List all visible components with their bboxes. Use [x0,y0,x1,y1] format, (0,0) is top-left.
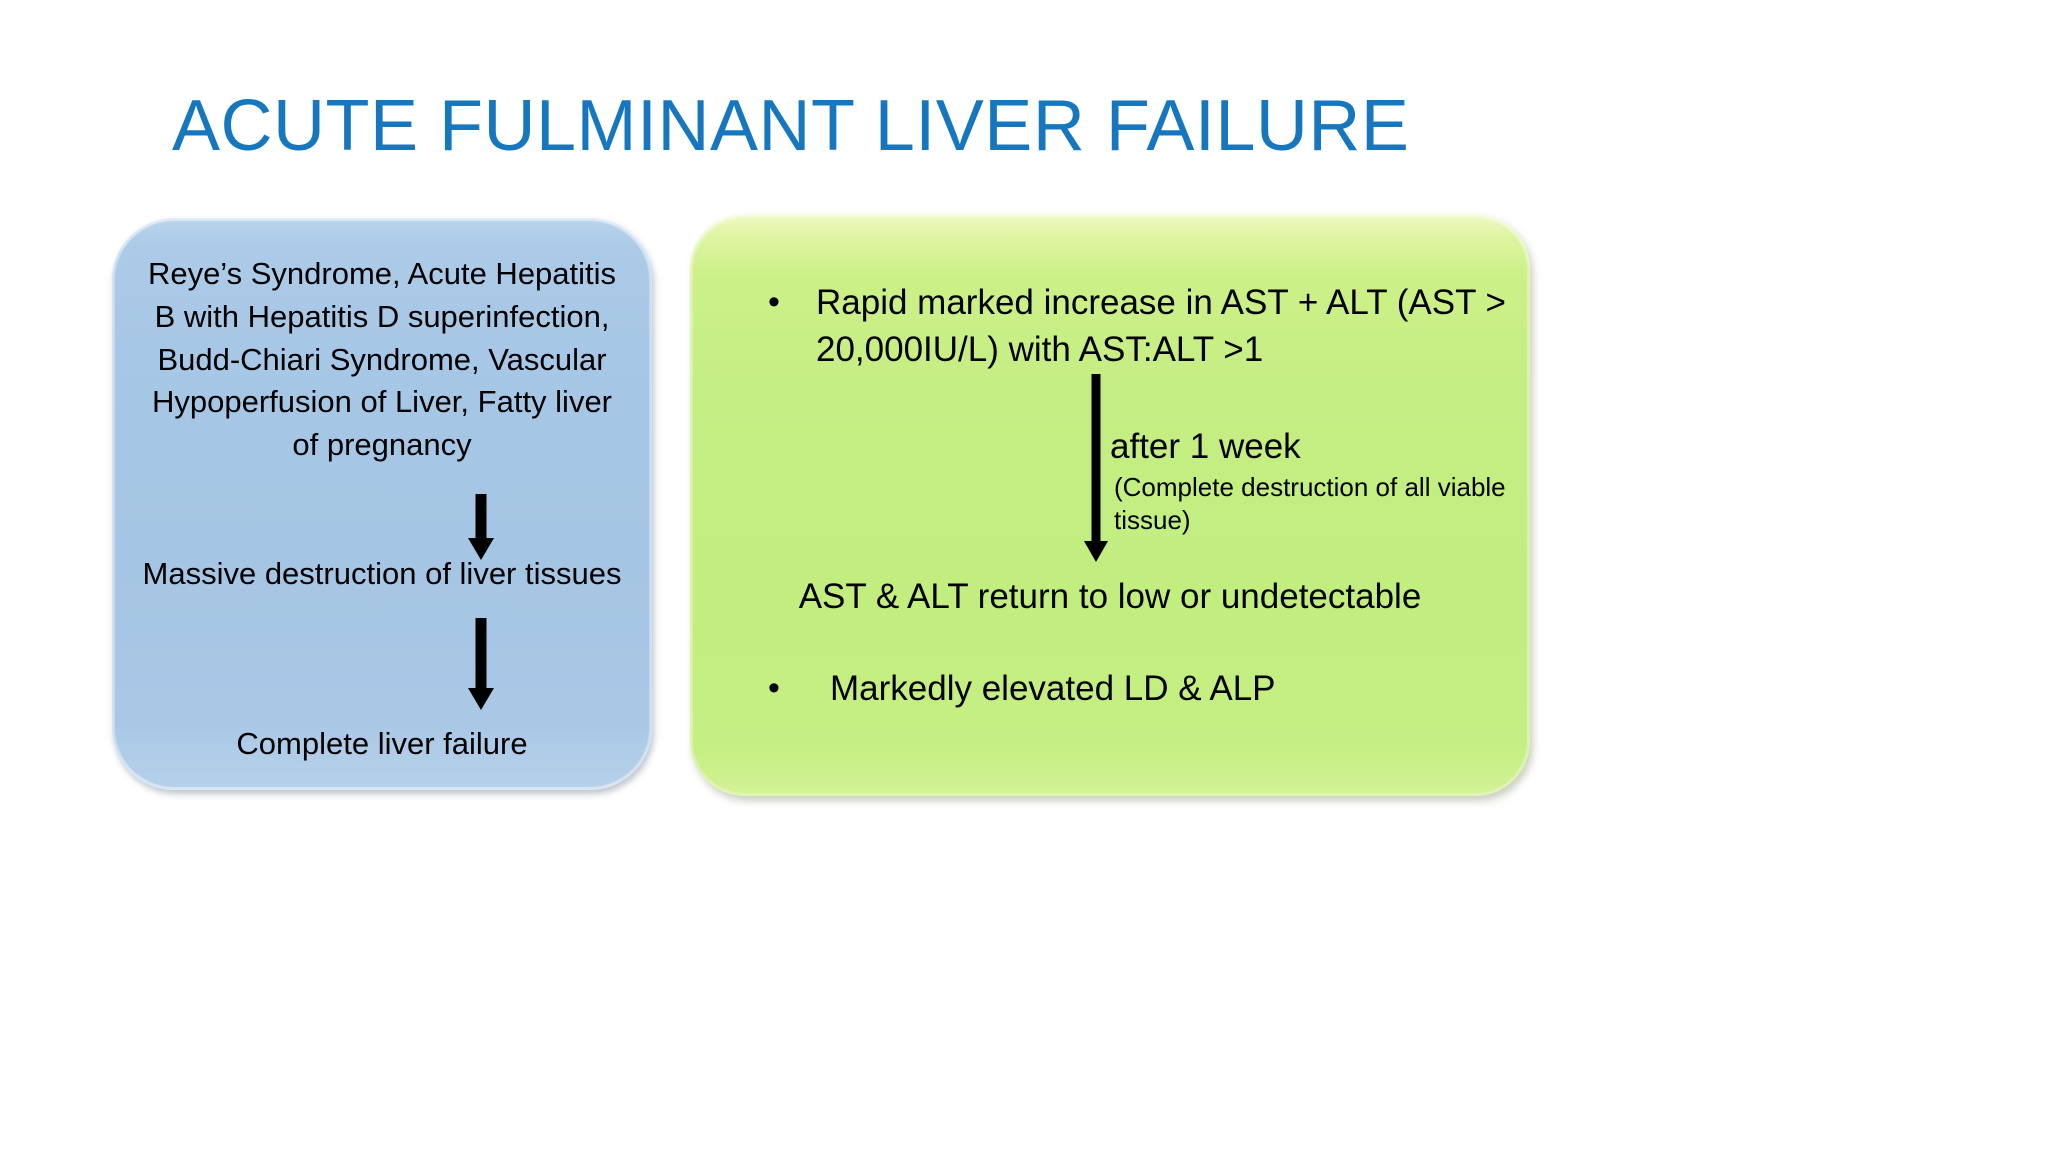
arrow-stem [1091,374,1101,542]
arrow-stem [475,494,487,542]
after-one-week-annotation: after 1 week (Complete destruction of al… [1110,426,1510,536]
down-arrow-icon-causes-to-destruction [464,494,498,560]
list-item-ast-alt-increase: • Rapid marked increase in AST + ALT (AS… [768,280,1508,374]
down-arrow-icon-destruction-to-failure [464,618,498,710]
ast-alt-return-text: AST & ALT return to low or undetectable [798,577,1422,616]
arrow-head [468,538,494,560]
annotation-sub-label: (Complete destruction of all viable tiss… [1114,472,1506,535]
annotation-main-label: after 1 week [1110,427,1301,466]
causes-list-text: Reye’s Syndrome, Acute Hepatitis B with … [147,256,617,463]
arrow-head [1084,541,1108,562]
list-item-label: Markedly elevated LD & ALP [830,669,1276,708]
list-item-label: Rapid marked increase in AST + ALT (AST … [816,283,1506,369]
complete-liver-failure-text: Complete liver failure [236,726,528,761]
bullet-icon: • [768,283,780,321]
causes-panel: Reye’s Syndrome, Acute Hepatitis B with … [112,218,652,790]
arrow-head [468,688,494,710]
list-item-elevated-ld-alp: • Markedly elevated LD & ALP [768,666,1508,713]
page-title: ACUTE FULMINANT LIVER FAILURE [172,86,1410,166]
lab-findings-content: • Rapid marked increase in AST + ALT (AS… [690,214,1530,796]
down-arrow-icon-after-one-week [1079,374,1113,562]
massive-destruction-text: Massive destruction of liver tissues [142,556,622,591]
bullet-icon: • [768,669,780,707]
arrow-stem [475,618,487,692]
lab-findings-panel: • Rapid marked increase in AST + ALT (AS… [690,214,1530,796]
causes-panel-content: Reye’s Syndrome, Acute Hepatitis B with … [112,218,652,790]
